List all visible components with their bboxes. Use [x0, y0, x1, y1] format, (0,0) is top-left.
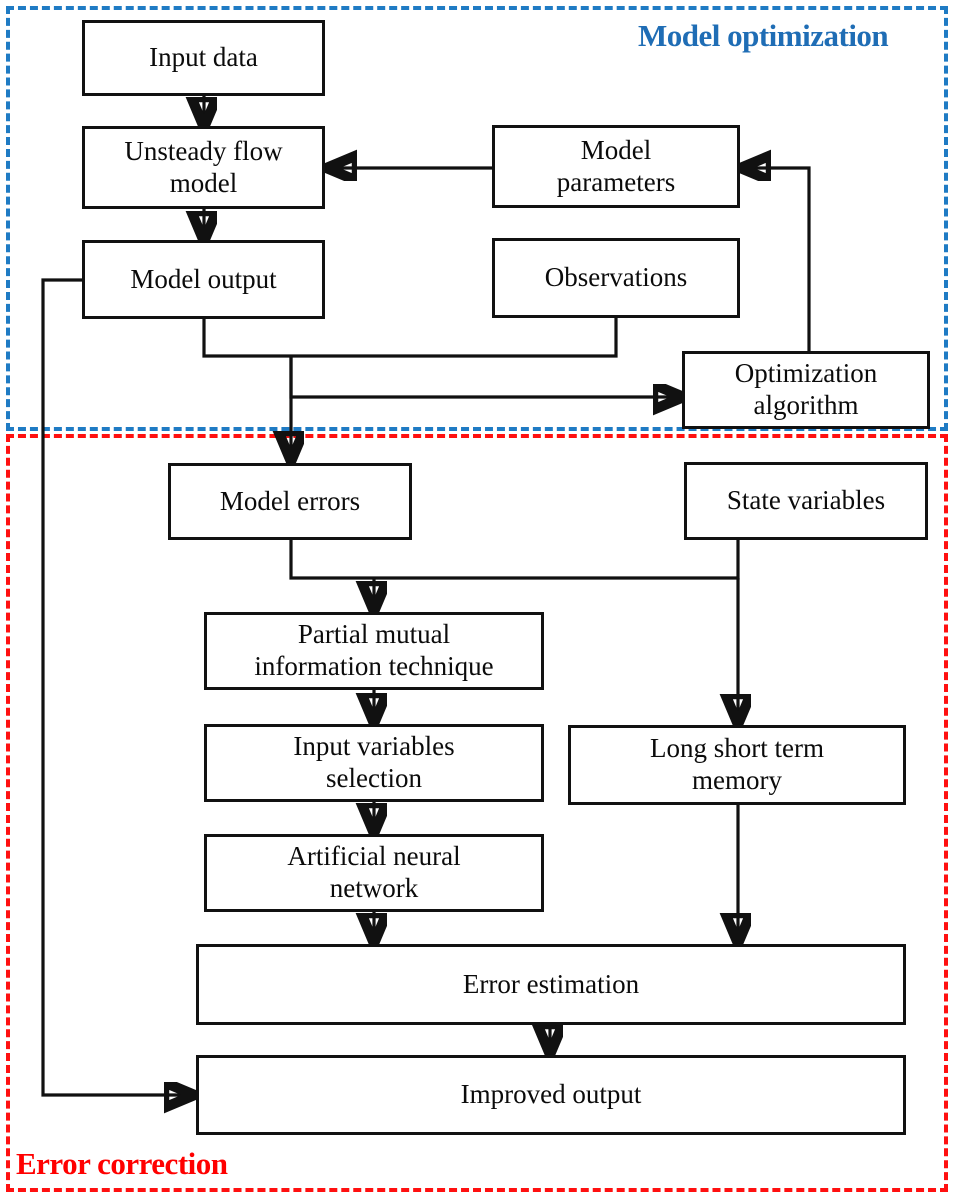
node-label-state-variables: State variables	[726, 485, 886, 516]
node-state-variables[interactable]: State variables	[684, 462, 928, 540]
node-label-improved-output: Improved output	[460, 1079, 642, 1110]
node-error-estimation[interactable]: Error estimation	[196, 944, 906, 1025]
node-model-errors[interactable]: Model errors	[168, 463, 412, 540]
region-label-error-correction: Error correction	[16, 1146, 228, 1181]
node-label-model-errors: Model errors	[219, 485, 361, 516]
node-improved-output[interactable]: Improved output	[196, 1055, 906, 1135]
node-label-observations: Observations	[544, 262, 688, 293]
node-label-error-estimation: Error estimation	[462, 968, 640, 999]
region-model-optimization	[6, 6, 948, 431]
node-input-data[interactable]: Input data	[82, 20, 325, 96]
node-model-output[interactable]: Model output	[82, 240, 325, 319]
node-label-input-data: Input data	[149, 42, 258, 73]
region-label-model-optimization: Model optimization	[638, 18, 889, 53]
node-label-model-output: Model output	[130, 263, 277, 294]
node-observations[interactable]: Observations	[492, 238, 740, 318]
region-error-correction	[6, 434, 948, 1192]
